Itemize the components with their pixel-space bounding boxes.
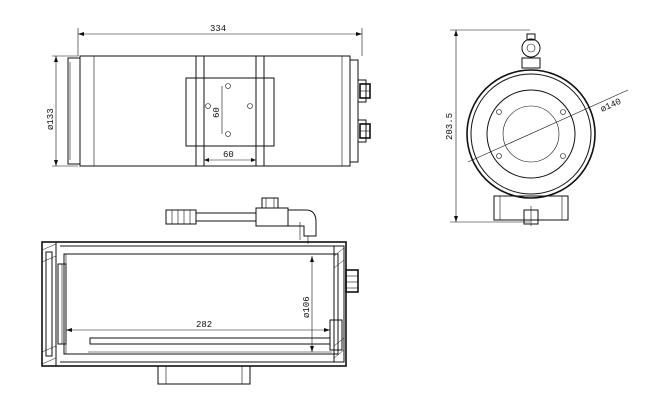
inner-diameter-dimension: ø106: [302, 256, 314, 352]
overall-length-dimension: 334: [77, 24, 363, 56]
rear-circular-view: 203.5 ø140: [445, 29, 629, 226]
overall-height-label: 203.5: [445, 113, 455, 140]
inner-length-label: 282: [196, 320, 212, 330]
sectional-view: 282 ø106: [41, 197, 359, 385]
overall-length-label: 334: [210, 24, 226, 34]
lifting-eye: [521, 33, 541, 69]
overall-height-dimension: 203.5: [445, 29, 530, 223]
bracket-horizontal-spacing-label: 60: [223, 150, 234, 160]
body-diameter-label: ø133: [46, 108, 56, 130]
body-diameter-dimension: ø133: [46, 55, 78, 167]
inner-length-dimension: 282: [66, 320, 330, 332]
air-fitting: [165, 197, 317, 244]
top-side-view: 334 ø133: [46, 24, 371, 167]
base-bracket: [493, 195, 569, 226]
bracket-vertical-spacing-label: 60: [212, 107, 222, 118]
front-window-section: [41, 241, 67, 367]
front-diameter-label: ø140: [599, 97, 623, 115]
inner-diameter-label: ø106: [302, 296, 312, 318]
mounting-bracket: 60 60: [185, 56, 275, 166]
rear-cap-section: [329, 245, 359, 363]
housing-side-outline: [67, 55, 371, 167]
